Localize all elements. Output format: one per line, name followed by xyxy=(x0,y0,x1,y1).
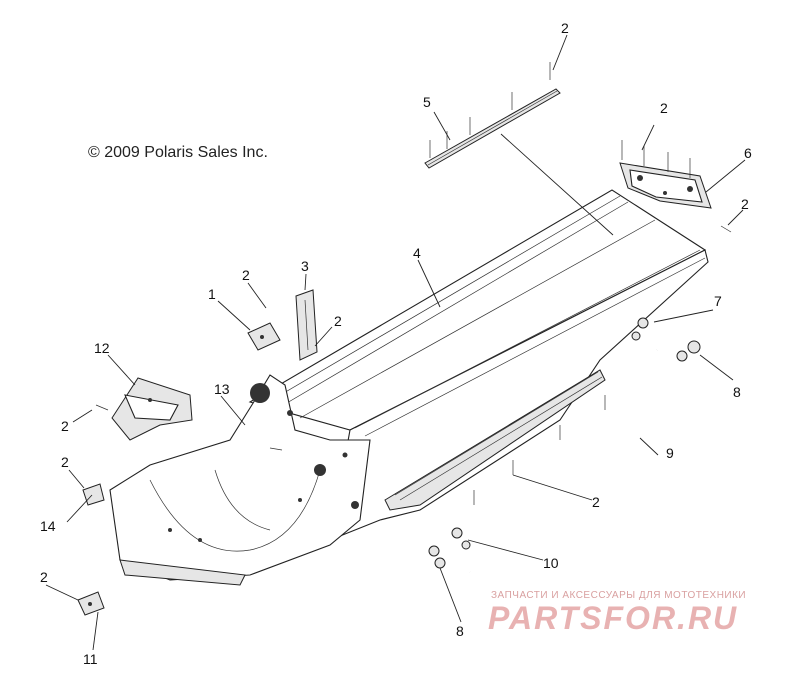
callout-8-right: 8 xyxy=(733,384,741,400)
callout-labels: 2 5 2 6 2 4 2 3 1 2 12 7 8 13 2 2 9 2 14… xyxy=(40,20,752,667)
part-1-bracket xyxy=(247,322,281,351)
callout-14: 14 xyxy=(40,518,56,534)
callout-13: 13 xyxy=(214,381,230,397)
part-12-bumper-bracket xyxy=(111,377,193,441)
part-5-rail xyxy=(424,62,561,169)
part-9-tube xyxy=(463,347,664,574)
callout-2-bolts: 2 xyxy=(592,494,600,510)
callout-2-top: 2 xyxy=(561,20,569,36)
part-6-rear-bracket xyxy=(619,140,712,209)
front-chassis xyxy=(109,374,371,586)
callout-3: 3 xyxy=(301,258,309,274)
fasteners xyxy=(95,225,732,569)
callout-4: 4 xyxy=(413,245,421,261)
callout-2-side: 2 xyxy=(334,313,342,329)
part-3-mount xyxy=(295,289,318,361)
callout-7: 7 xyxy=(714,293,722,309)
watermark-logo: PARTSFOR.RU xyxy=(488,600,739,636)
callout-2-bottom: 2 xyxy=(40,569,48,585)
part-11-plate xyxy=(77,591,105,616)
callout-2-mount: 2 xyxy=(242,267,250,283)
callout-6: 6 xyxy=(744,145,752,161)
callout-10: 10 xyxy=(543,555,559,571)
part-14-clip xyxy=(82,483,105,506)
callout-8-bottom: 8 xyxy=(456,623,464,639)
watermark-tagline: ЗАПЧАСТИ И АКСЕССУАРЫ ДЛЯ МОТОТЕХНИКИ xyxy=(491,590,747,601)
callout-2-left: 2 xyxy=(61,418,69,434)
callout-11: 11 xyxy=(83,651,98,667)
part-4-tunnel xyxy=(248,189,709,541)
leader-lines xyxy=(45,34,746,651)
callout-1: 1 xyxy=(208,286,216,302)
callout-2-rear: 2 xyxy=(741,196,749,212)
callout-2-bracket: 2 xyxy=(660,100,668,116)
copyright-notice: © 2009 Polaris Sales Inc. xyxy=(88,144,268,161)
callout-5: 5 xyxy=(423,94,431,110)
callout-9: 9 xyxy=(666,445,674,461)
callout-12: 12 xyxy=(94,340,110,356)
callout-2-clip: 2 xyxy=(61,454,69,470)
